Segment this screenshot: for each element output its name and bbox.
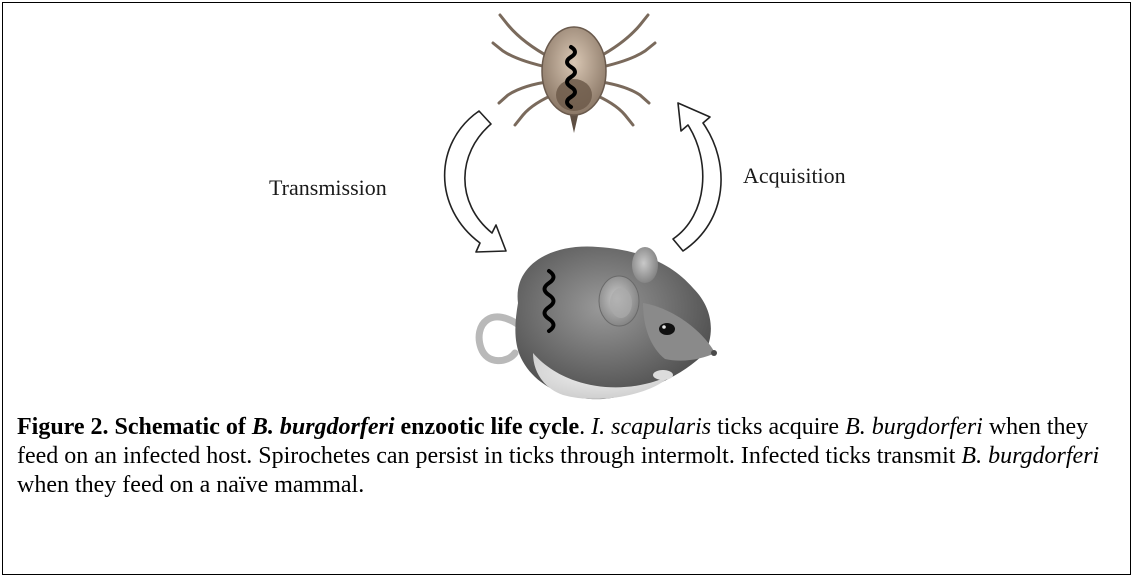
caption-text-1: ticks acquire: [711, 414, 845, 440]
caption-text-3: when they feed on a naïve mammal.: [17, 472, 364, 498]
diagram-canvas: [3, 3, 1132, 403]
figure-caption: Figure 2. Schematic of B. burgdorferi en…: [17, 413, 1122, 500]
acquisition-label: Acquisition: [743, 163, 846, 189]
transmission-arrow: [445, 111, 506, 252]
caption-species-2: B. burgdorferi: [961, 443, 1099, 469]
acquisition-arrow: [673, 103, 721, 251]
caption-title-species: B. burgdorferi: [252, 414, 395, 440]
tick-image: [493, 15, 655, 133]
caption-title-period: .: [579, 414, 591, 440]
life-cycle-diagram: Transmission Acquisition: [3, 3, 1132, 403]
transmission-label: Transmission: [269, 175, 387, 201]
mouse-image: [479, 247, 717, 400]
caption-tick-species: I. scapularis: [591, 414, 711, 440]
caption-title-rest: enzootic life cycle: [395, 414, 580, 440]
caption-figure-label: Figure 2. Schematic of: [17, 414, 252, 440]
caption-species-1: B. burgdorferi: [845, 414, 983, 440]
